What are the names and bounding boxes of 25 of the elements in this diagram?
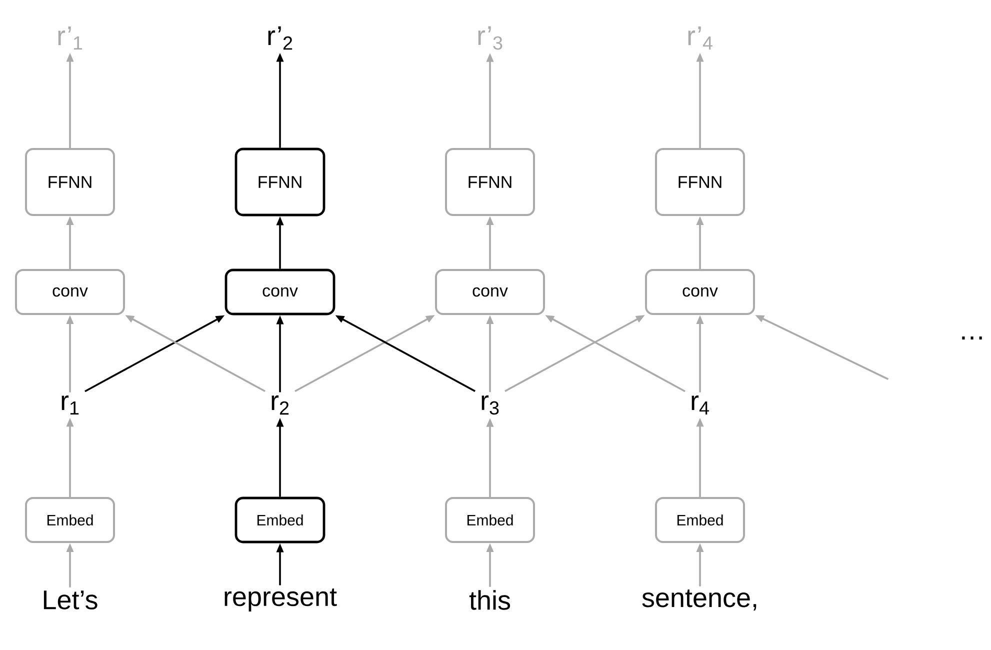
word-label: Let’s — [44, 590, 98, 610]
embed-box: Embed — [234, 496, 326, 544]
output-label: r’$_{4}$ — [688, 26, 712, 50]
vector-label: r$_{4}$ — [692, 396, 709, 414]
output-label: r’$_{2}$ — [268, 26, 292, 50]
ellipsis-label: … — [962, 336, 982, 340]
ffnn-box: FFNN — [234, 148, 326, 216]
conv-box: conv — [645, 269, 755, 315]
embed-box: Embed — [655, 497, 745, 543]
vector-label: r$_{3}$ — [482, 395, 499, 415]
word-label: this — [469, 590, 510, 610]
output-label: r’$_{1}$ — [58, 26, 82, 50]
ffnn-box: FFNN — [25, 148, 115, 216]
word-label: sentence, — [642, 590, 756, 610]
conv-box: conv — [224, 268, 336, 316]
vector-label: r$_{1}$ — [62, 396, 79, 414]
conv-box: conv — [15, 269, 125, 315]
embed-box: Embed — [25, 497, 115, 543]
conv-box: conv — [435, 269, 545, 315]
output-label: r’$_{3}$ — [478, 26, 502, 50]
ffnn-box: FFNN — [655, 148, 745, 216]
vector-label: r$_{2}$ — [272, 395, 289, 415]
ffnn-box: FFNN — [445, 148, 535, 216]
embed-box: Embed — [445, 497, 535, 543]
word-label: represent — [224, 588, 337, 612]
